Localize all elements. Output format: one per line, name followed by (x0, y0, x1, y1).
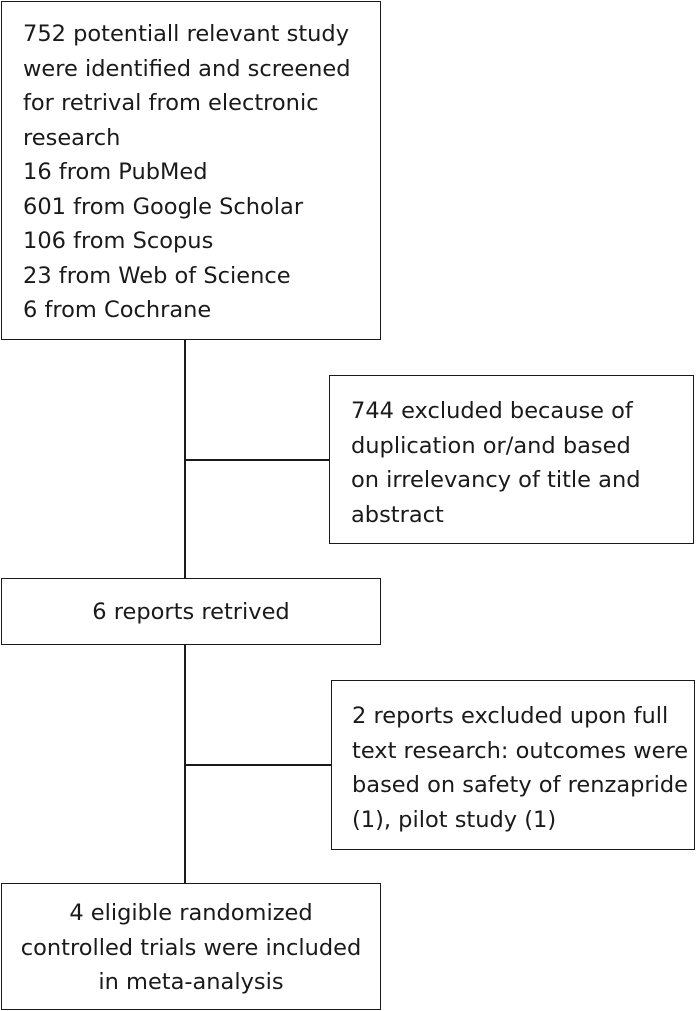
reports-retrieved-text: 6 reports retrived (92, 599, 290, 625)
fulltext-exclusion-line-1: 2 reports excluded upon full (352, 703, 669, 729)
identified-source-web-of-science: 23 from Web of Science (23, 262, 291, 289)
identified-line-4: research (23, 124, 121, 151)
screening-exclusion-line-3: on irrelevancy of title and (351, 467, 641, 493)
identified-source-cochrane: 6 from Cochrane (23, 297, 212, 323)
fulltext-exclusion-line-4: (1), pilot study (1) (352, 806, 557, 833)
records-identified-box: 752 potentiall relevant study were ident… (1, 1, 381, 340)
identified-line-2: were identified and screened (23, 55, 351, 82)
branch-line-fulltext-exclusion (184, 764, 332, 766)
identified-line-3: for retrival from electronic (23, 90, 319, 116)
fulltext-exclusion-box: 2 reports excluded upon full text resear… (331, 680, 695, 850)
included-line-3: in meta-analysis (98, 969, 284, 995)
identified-line-1: 752 potentiall relevant study (23, 21, 350, 47)
fulltext-exclusion-line-2: text research: outcomes were (352, 737, 689, 764)
screening-exclusion-line-2: duplication or/and based (351, 432, 631, 459)
included-line-1: 4 eligible randomized (69, 900, 313, 926)
identified-source-google-scholar: 601 from Google Scholar (23, 193, 304, 220)
included-line-2: controlled trials were included (20, 934, 362, 961)
screening-exclusion-line-1: 744 excluded because of (351, 398, 633, 424)
identified-source-scopus: 106 from Scopus (23, 228, 214, 254)
branch-line-screening-exclusion (184, 459, 330, 461)
identified-source-pubmed: 16 from PubMed (23, 159, 208, 185)
studies-included-box: 4 eligible randomized controlled trials … (1, 883, 381, 1010)
screening-exclusion-box: 744 excluded because of duplication or/a… (329, 375, 694, 544)
screening-exclusion-line-4: abstract (351, 501, 444, 528)
fulltext-exclusion-line-3: based on safety of renzapride (352, 772, 689, 798)
reports-retrieved-box: 6 reports retrived (1, 578, 381, 645)
